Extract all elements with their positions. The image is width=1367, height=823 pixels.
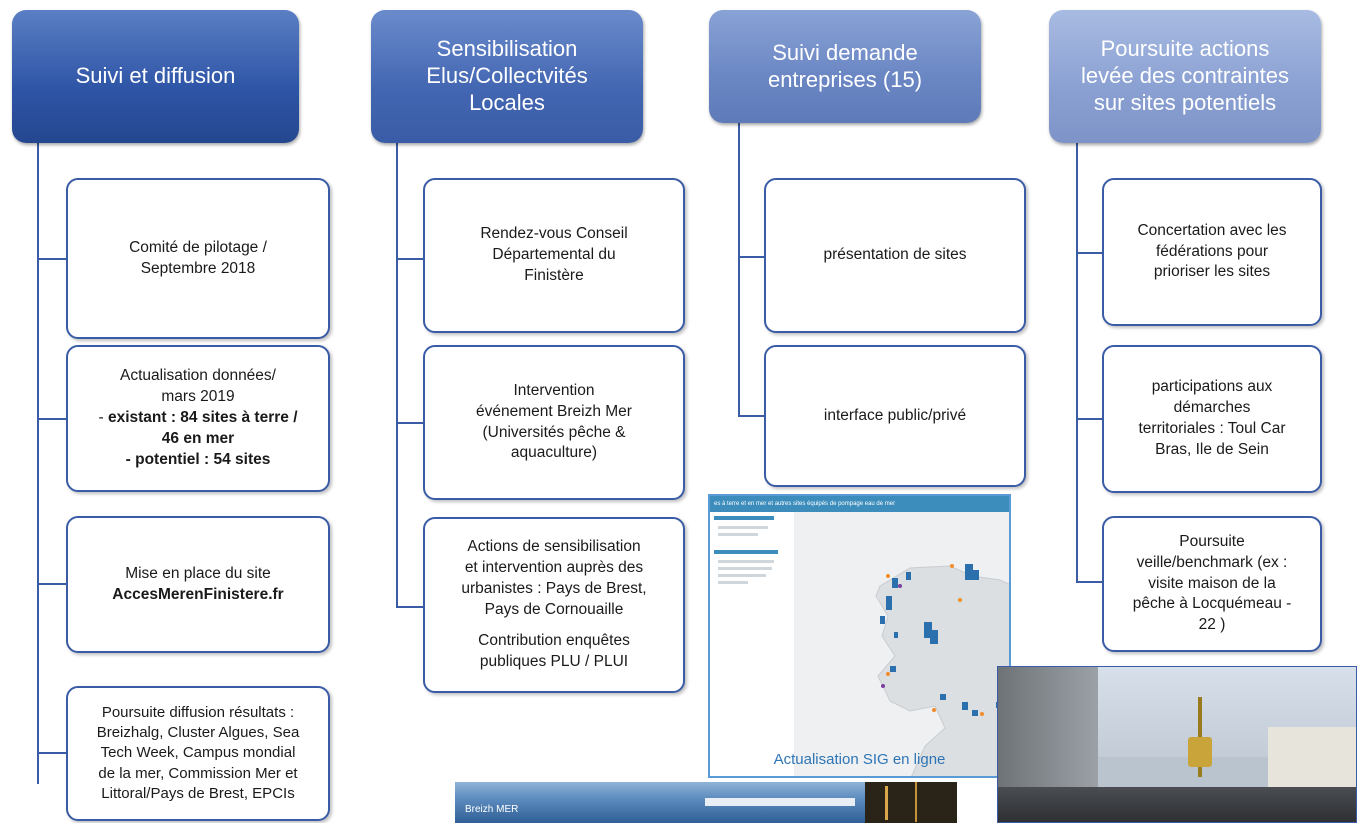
box-rendez-vous-conseil: Rendez-vous Conseil Départemental du Fin…: [423, 178, 685, 333]
col4-branch: [1076, 418, 1104, 420]
box-line: participations aux: [1151, 378, 1273, 396]
box-line: - existant : 84 sites à terre /: [98, 408, 297, 429]
box-line: et intervention auprès des: [464, 559, 644, 577]
col4-connector-line: [1076, 142, 1078, 582]
box-line: Pays de Cornouaille: [484, 601, 624, 618]
box-line: de la mer, Commission Mer et: [98, 764, 298, 782]
header-line: Suivi demande: [772, 39, 918, 65]
box-line: Intervention: [513, 381, 595, 399]
box-line: urbanistes : Pays de Brest,: [461, 580, 647, 598]
box-line: Comité de pilotage /: [129, 238, 267, 256]
header-line: Suivi et diffusion: [75, 63, 236, 89]
box-line: Actions de sensibilisation: [467, 538, 641, 556]
box-line: Concertation avec les: [1137, 221, 1287, 239]
header-line: Sensibilisation: [436, 36, 578, 62]
box-line: Mise en place du site: [125, 564, 271, 582]
box-line: Breizhalg, Cluster Algues, Sea: [96, 724, 300, 742]
box-poursuite-veille: Poursuite veille/benchmark (ex : visite …: [1102, 516, 1322, 652]
box-line: démarches: [1173, 399, 1251, 417]
box-interface-public-prive: interface public/privé: [764, 345, 1026, 487]
header-suivi-demande: Suivi demande entreprises (15): [709, 10, 981, 123]
brittany-map: [875, 564, 1009, 776]
box-line: prioriser les sites: [1153, 263, 1271, 281]
header-line: levée des contraintes: [1081, 63, 1289, 89]
box-line: Poursuite diffusion résultats :: [101, 703, 295, 721]
box-presentation-sites: présentation de sites: [764, 178, 1026, 333]
box-line: Rendez-vous Conseil: [480, 225, 628, 243]
box-mise-en-place-site: Mise en place du site AccesMerenFinister…: [66, 516, 330, 653]
box-line: Contribution enquêtes: [478, 631, 630, 649]
box-line: fédérations pour: [1155, 242, 1269, 260]
col4-branch: [1076, 581, 1104, 583]
breizhmer-logo-text: Breizh MER: [465, 804, 519, 815]
col2-branch: [396, 606, 424, 608]
header-line: Poursuite actions: [1100, 36, 1270, 62]
header-line: Elus/Collectvités: [426, 63, 588, 89]
box-concertation-federations: Concertation avec les fédérations pour p…: [1102, 178, 1322, 326]
en-mer-text: 46 en mer: [161, 429, 235, 447]
existant-text: existant : 84 sites à terre /: [107, 409, 298, 427]
box-line: Tech Week, Campus mondial: [100, 744, 296, 762]
col1-branch: [37, 752, 67, 754]
col1-branch: [37, 258, 67, 260]
box-line: Bras, Ile de Sein: [1155, 440, 1269, 458]
box-actions-sensibilisation: Actions de sensibilisation et interventi…: [423, 517, 685, 693]
box-line: Départemental du: [492, 246, 616, 264]
box-line: AccesMerenFinistere.fr: [112, 585, 283, 606]
map-title-bar: es à terre et en mer et autres sites équ…: [710, 496, 1009, 512]
box-line: mars 2019: [161, 388, 235, 406]
header-poursuite-actions: Poursuite actions levée des contraintes …: [1049, 10, 1321, 143]
box-line: pêche à Locquémeau -: [1132, 595, 1292, 613]
map-legend-panel: [710, 512, 794, 776]
header-line: sur sites potentiels: [1093, 89, 1277, 115]
map-caption: Actualisation SIG en ligne: [773, 751, 946, 768]
box-line: territoriales : Toul Car: [1138, 420, 1286, 437]
sig-map-screenshot: es à terre et en mer et autres sites équ…: [708, 494, 1011, 778]
box-participations-demarches: participations aux démarches territorial…: [1102, 345, 1322, 493]
box-poursuite-diffusion: Poursuite diffusion résultats : Breizhal…: [66, 686, 330, 821]
box-intervention-breizh-mer: Intervention événement Breizh Mer (Unive…: [423, 345, 685, 500]
map-title-text: es à terre et en mer et autres sites équ…: [714, 501, 896, 507]
header-sensibilisation: Sensibilisation Elus/Collectvités Locale…: [371, 10, 643, 143]
box-line: Finistère: [524, 266, 584, 284]
box-line: visite maison de la: [1148, 574, 1276, 592]
col3-branch: [738, 415, 766, 417]
box-comite-pilotage: Comité de pilotage / Septembre 2018: [66, 178, 330, 339]
breizh-mer-event-photo: Breizh MER: [455, 782, 957, 823]
box-line: (Universités pêche &: [482, 423, 626, 441]
col1-connector-line: [37, 142, 39, 784]
col4-branch: [1076, 252, 1104, 254]
box-line: veille/benchmark (ex :: [1136, 553, 1288, 571]
col2-branch: [396, 258, 424, 260]
box-line: événement Breizh Mer: [476, 402, 632, 420]
header-line: Locales: [469, 89, 545, 115]
box-line: aquaculture): [510, 444, 598, 462]
col1-branch: [37, 418, 67, 420]
box-line: Septembre 2018: [140, 259, 256, 277]
col3-branch: [738, 256, 766, 258]
col1-branch: [37, 583, 67, 585]
box-line: présentation de sites: [823, 246, 967, 264]
box-line: Actualisation données/: [120, 367, 276, 385]
dash-prefix: -: [98, 409, 108, 427]
site-url: AccesMerenFinistere.fr: [112, 585, 284, 603]
col2-connector-line: [396, 142, 398, 608]
group-photo: [997, 666, 1357, 823]
box-line: interface public/privé: [823, 406, 967, 424]
potentiel-text: - potentiel : 54 sites: [125, 450, 271, 468]
box-line: - potentiel : 54 sites: [126, 450, 271, 471]
box-line: Littoral/Pays de Brest, EPCIs: [101, 784, 295, 802]
box-line: 46 en mer: [162, 429, 234, 450]
header-line: entreprises (15): [767, 66, 923, 92]
header-suivi-diffusion: Suivi et diffusion: [12, 10, 299, 143]
box-line: Poursuite: [1179, 532, 1245, 550]
box-line: publiques PLU / PLUI: [479, 652, 629, 670]
box-actualisation-donnees: Actualisation données/ mars 2019 - exist…: [66, 345, 330, 492]
col2-branch: [396, 422, 424, 424]
box-line: 22 ): [1198, 616, 1226, 634]
col3-connector-line: [738, 122, 740, 417]
